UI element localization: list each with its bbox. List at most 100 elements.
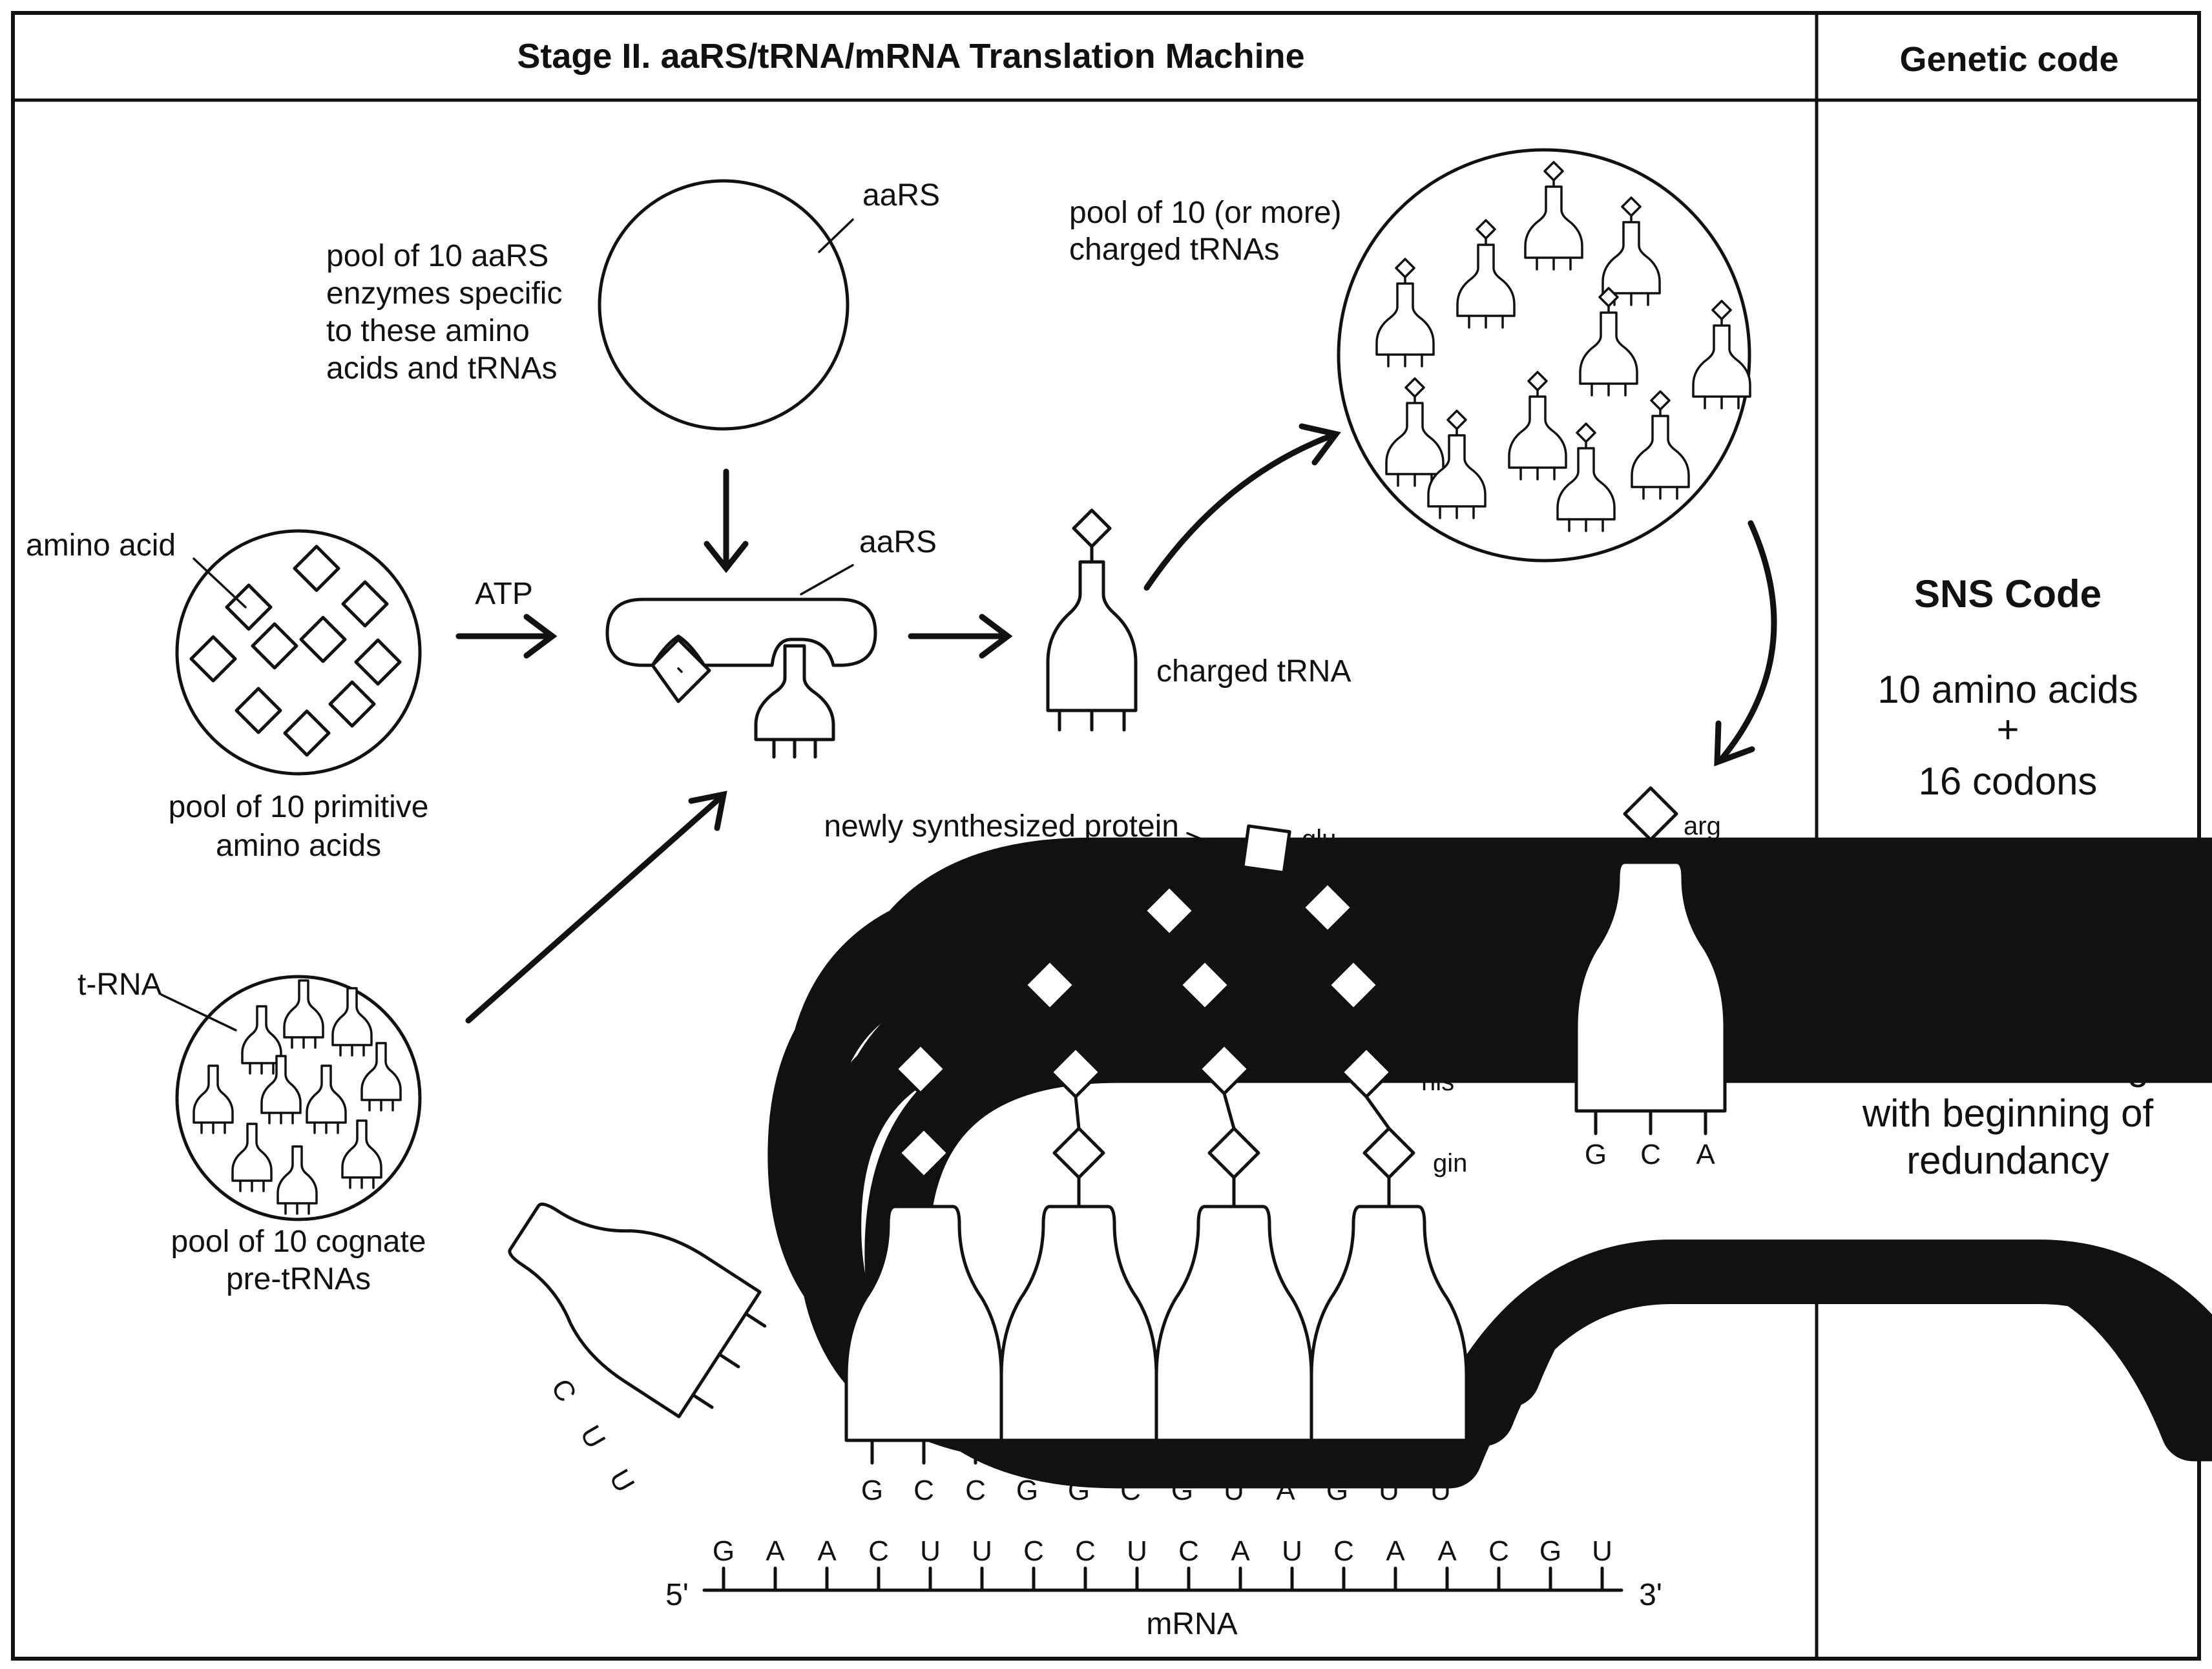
residue-labels: glu leu pro his gin (1302, 825, 1467, 1177)
mrna-label: mRNA (1146, 1607, 1237, 1641)
svg-text:C: C (545, 1374, 582, 1407)
svg-text:pre-tRNAs: pre-tRNAs (226, 1262, 371, 1296)
charged-trna-label: charged tRNA (1156, 654, 1351, 689)
arg-trna (1574, 786, 1727, 1135)
mrna-base: C (868, 1535, 889, 1567)
amino-acid-diamond (299, 616, 347, 663)
anticodon-base: U (1379, 1475, 1399, 1506)
amino-acid-diamond (293, 544, 340, 592)
amino-acid-residue (1049, 1046, 1102, 1099)
charged-trna-pool (1337, 148, 1751, 563)
pre-trna-pool-description: pool of 10 cognate pre-tRNAs (171, 1225, 426, 1296)
atp-label: ATP (475, 577, 533, 611)
amino-acid-residue (1052, 1126, 1105, 1179)
mrna-base: G (1539, 1535, 1561, 1567)
anticodon-base: U (1430, 1475, 1451, 1506)
code-expansion-text: expansion of genetic code from GNC to SN… (1845, 950, 2171, 1182)
arrow-to-charged-pool (1143, 423, 1341, 591)
mrna-base: A (1231, 1535, 1250, 1567)
svg-text:C: C (1640, 1139, 1661, 1170)
svg-text:to these amino: to these amino (326, 314, 530, 348)
amino-acid-residue (1327, 959, 1380, 1011)
svg-text:enzymes specific: enzymes specific (326, 276, 562, 311)
peptide-chains (894, 824, 1415, 1208)
svg-text:pool of 10 cognate: pool of 10 cognate (171, 1225, 426, 1259)
aars-complex-label: aaRS (859, 525, 937, 559)
mrna-base: G (713, 1535, 735, 1567)
aars-pool-description: pool of 10 aaRS enzymes specific to thes… (326, 239, 562, 386)
amino-acid-residue (1301, 881, 1354, 934)
amino-acid-residue (1241, 824, 1291, 875)
arrow-atp (455, 614, 558, 659)
amino-acid-diamond (354, 638, 402, 686)
svg-text:GNC to SNS stage: GNC to SNS stage (1845, 1044, 2171, 1088)
arrow-trna-pool-up (465, 791, 727, 1024)
peptide-chain (1023, 959, 1105, 1208)
outer-frame (11, 11, 2201, 1661)
protein-label: newly synthesized protein (824, 809, 1179, 844)
amino-acid-residue (1143, 884, 1196, 937)
aars-pool-pointer-label: aaRS (862, 178, 940, 213)
arg-trna-anticodon: G C A (1585, 1139, 1715, 1170)
svg-text:charged tRNAs: charged tRNAs (1069, 233, 1279, 267)
svg-text:glu: glu (1302, 825, 1336, 853)
aars-complex (605, 564, 877, 759)
mrna-base: A (1386, 1535, 1405, 1567)
anticodon-base: C (965, 1475, 986, 1506)
anticodon-base: G (1068, 1475, 1090, 1506)
mrna-base: C (1075, 1535, 1096, 1567)
svg-text:genetic code from: genetic code from (1854, 997, 2162, 1041)
mrna-base: A (766, 1535, 785, 1567)
code-codons: 16 codons (1919, 760, 2098, 803)
amino-acid-residue (1023, 959, 1076, 1011)
mrna-base: C (1333, 1535, 1354, 1567)
arrow-to-arg-trna (1714, 520, 1777, 767)
anticodon-base: G (1016, 1475, 1038, 1506)
amino-acid-residue (1340, 1046, 1393, 1099)
mrna-base: U (1592, 1535, 1612, 1567)
svg-text:amino acids: amino acids (216, 829, 381, 863)
mrna-base: C (1488, 1535, 1509, 1567)
svg-text:redundancy: redundancy (1906, 1139, 2109, 1182)
svg-text:pool of 10 aaRS: pool of 10 aaRS (326, 239, 548, 273)
code-amino-acids: 10 amino acids (1877, 668, 2138, 711)
protein-pointer (1186, 832, 1232, 853)
svg-text:gin: gin (1433, 1149, 1467, 1177)
anticodon-base: A (1276, 1475, 1295, 1506)
three-prime-label: 3' (1639, 1578, 1662, 1612)
anticodon-base: C (1120, 1475, 1141, 1506)
code-name: SNS Code (1914, 572, 2102, 616)
charged-trna-pool-description: pool of 10 (or more) charged tRNAs (1069, 196, 1342, 267)
mrna-base: A (1437, 1535, 1457, 1567)
amino-acid-residue (1362, 1126, 1415, 1179)
anticodon-base: U (1224, 1475, 1244, 1506)
peptide-chain (1143, 884, 1260, 1208)
svg-text:G: G (1585, 1139, 1607, 1170)
svg-text:U: U (603, 1464, 640, 1498)
pre-trna-pool (160, 975, 422, 1221)
svg-text:acids and tRNAs: acids and tRNAs (326, 351, 558, 386)
svg-text:pool of 10 primitive: pool of 10 primitive (169, 790, 429, 824)
mrna-base: C (1178, 1535, 1199, 1567)
leaving-trna-anticodon: C U U (545, 1374, 640, 1498)
amino-acid-diamond (283, 709, 331, 757)
anticodon-base: C (913, 1475, 934, 1506)
amino-acid-residue (1207, 1126, 1260, 1179)
amino-acid-diamond (341, 580, 389, 628)
mrna-base: U (920, 1535, 941, 1567)
amino-acid-residue (1178, 959, 1231, 1011)
charged-trna (1046, 508, 1138, 732)
amino-acid-diamond (251, 622, 298, 670)
mrna-base: U (1127, 1535, 1147, 1567)
aars-pool (598, 179, 2212, 1458)
arrow-to-charged-trna (908, 614, 1013, 659)
anticodon-base: G (1326, 1475, 1348, 1506)
svg-text:pool of 10 (or more): pool of 10 (or more) (1069, 196, 1342, 230)
leaving-trna (508, 1202, 767, 1418)
amino-acid-residue (897, 1126, 950, 1179)
amino-acid-residue (1198, 1042, 1251, 1095)
